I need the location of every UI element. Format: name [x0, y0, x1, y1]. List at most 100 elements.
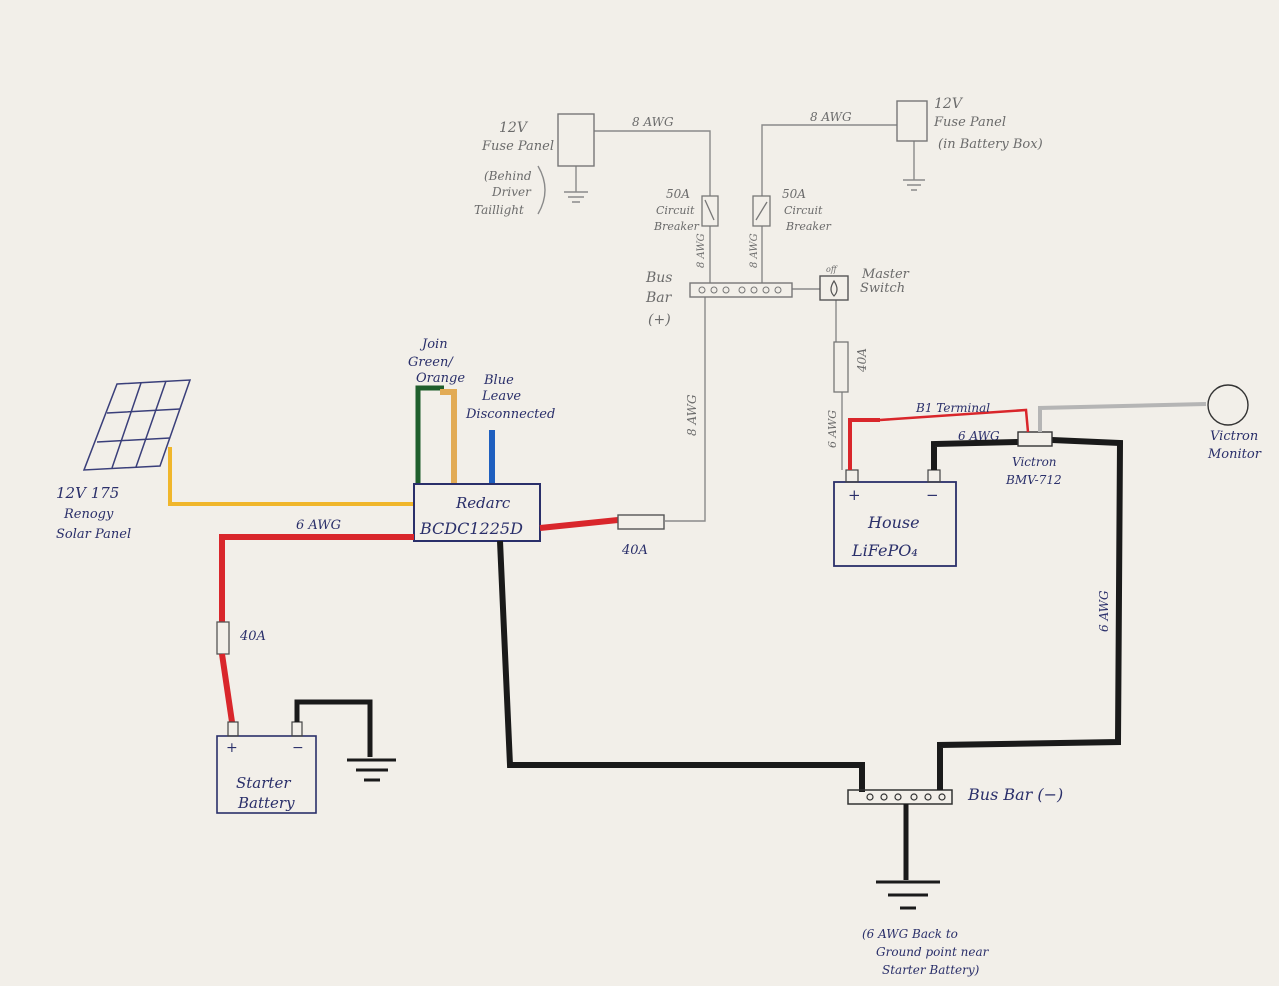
- label-join-2: Green/: [408, 355, 454, 370]
- label-fuse-left-note-3: Taillight: [474, 203, 524, 217]
- wire-fuse-left-to-breaker: [594, 130, 711, 196]
- label-8awg-vertical: 8 AWG: [685, 394, 699, 436]
- wire-b1-red-b: [879, 408, 1030, 433]
- label-breaker-right-1: 50A: [782, 187, 806, 201]
- label-house-plus: +: [848, 486, 861, 504]
- wire-redarc-negative: [497, 540, 865, 792]
- wire-monitor-gray: [1038, 402, 1207, 432]
- wire-starter-red: [219, 534, 414, 622]
- label-breaker-left-3: Breaker: [653, 220, 700, 233]
- label-ground-note-2: Ground point near: [876, 945, 990, 959]
- label-victron-monitor-2: Monitor: [1207, 447, 1262, 462]
- label-starter-1: Starter: [236, 774, 291, 792]
- label-house-1: House: [867, 513, 920, 532]
- bus-bar-negative: [847, 789, 953, 805]
- label-b1-terminal: B1 Terminal: [915, 401, 990, 415]
- wire-house-negative: [931, 439, 1019, 470]
- label-fuse-right-title: 12V: [934, 96, 964, 112]
- breaker-right-lever: [755, 201, 768, 221]
- label-8awg-breaker-right: 8 AWG: [749, 233, 760, 268]
- note-paren-left: [537, 165, 546, 215]
- ground-symbol-starter: [347, 758, 396, 782]
- label-solar-3: Solar Panel: [56, 527, 131, 542]
- fuse-40a-redarc: [617, 514, 665, 530]
- label-8awg-right-top: 8 AWG: [810, 110, 852, 124]
- label-breaker-right-3: Breaker: [785, 220, 832, 233]
- victron-shunt: [1017, 431, 1053, 447]
- wire-starter-negative: [294, 699, 373, 757]
- fuse-panel-right: [896, 100, 928, 142]
- label-bus-neg: Bus Bar (−): [967, 785, 1063, 804]
- ground-symbol-main: [876, 880, 940, 910]
- label-40a-redarc: 40A: [621, 543, 648, 558]
- master-switch: [819, 275, 849, 301]
- fuse-40a-starter: [216, 621, 230, 655]
- label-6awg-black-top: 6 AWG: [958, 429, 1000, 443]
- label-join-1: Join: [419, 337, 448, 352]
- ground-symbol-right-panel: [903, 179, 925, 191]
- fuse-40a-master: [833, 341, 849, 393]
- wire-bus-to-redarc-fuse: [665, 297, 706, 522]
- label-6awg-red: 6 AWG: [296, 518, 341, 533]
- breaker-left-lever: [704, 199, 715, 221]
- label-fuse-left-note-2: Driver: [491, 185, 532, 199]
- breaker-left: [701, 195, 719, 227]
- label-master-2: Switch: [860, 281, 905, 296]
- label-bus-pos-1: Bus: [645, 270, 673, 286]
- label-house-2: LiFePO₄: [851, 541, 918, 560]
- label-8awg-left-top: 8 AWG: [632, 115, 674, 129]
- wire-b1-red-a: [848, 418, 880, 470]
- label-starter-plus: +: [226, 740, 238, 756]
- solar-panel: [82, 379, 192, 471]
- label-fuse-left-sub: Fuse Panel: [481, 139, 554, 154]
- bus-bar-positive: [689, 282, 793, 298]
- label-master-off: off: [826, 265, 838, 274]
- label-victron-monitor-1: Victron: [1210, 429, 1258, 444]
- label-blue-1: Blue: [483, 373, 514, 388]
- label-solar-2: Renogy: [63, 507, 114, 522]
- wire-starter-red-lower: [219, 653, 235, 723]
- label-master-1: Master: [861, 267, 910, 282]
- label-breaker-left-1: 50A: [666, 187, 690, 201]
- label-redarc-1: Redarc: [455, 494, 511, 512]
- label-bus-pos-3: (+): [648, 312, 671, 328]
- wire-fuse-right-to-breaker: [761, 124, 897, 196]
- label-solar-1: 12V 175: [56, 484, 119, 502]
- pencil-wires: [537, 124, 925, 522]
- wire-shunt-to-neg-bus: [937, 437, 1124, 790]
- labels: 12V Fuse Panel (Behind Driver Taillight …: [56, 96, 1262, 977]
- label-redarc-2: BCDC1225D: [419, 519, 523, 538]
- label-6awg-right-vertical: 6 AWG: [1097, 590, 1111, 632]
- label-house-minus: −: [926, 486, 939, 504]
- label-blue-3: Disconnected: [465, 407, 555, 422]
- label-starter-2: Battery: [237, 794, 295, 812]
- label-breaker-right-2: Circuit: [784, 204, 823, 217]
- redarc-box: [413, 483, 541, 542]
- wire-orange: [440, 389, 457, 484]
- label-victron-shunt-1: Victron: [1012, 455, 1057, 469]
- label-victron-shunt-2: BMV-712: [1005, 473, 1062, 487]
- breakers: [701, 195, 771, 227]
- label-fuse-left-title: 12V: [499, 120, 529, 136]
- wire-green: [415, 385, 444, 484]
- victron-monitor-dial: [1207, 384, 1249, 426]
- wire-solar-yellow: [168, 447, 414, 506]
- label-blue-2: Leave: [481, 389, 521, 404]
- label-fuse-right-sub: Fuse Panel: [933, 115, 1006, 130]
- wire-redarc-output: [539, 517, 619, 531]
- label-bus-pos-2: Bar: [645, 290, 673, 306]
- starter-battery: [216, 721, 317, 814]
- label-join-3: Orange: [416, 371, 465, 386]
- label-40a-master: 40A: [855, 348, 869, 373]
- label-8awg-breaker-left: 8 AWG: [696, 233, 707, 268]
- label-ground-note-3: Starter Battery): [882, 963, 980, 977]
- breaker-right: [752, 195, 771, 227]
- label-breaker-left-2: Circuit: [656, 204, 695, 217]
- fuse-panel-left: [557, 113, 595, 167]
- label-40a-starter: 40A: [239, 629, 266, 644]
- label-fuse-right-note: (in Battery Box): [938, 137, 1043, 152]
- label-ground-note-1: (6 AWG Back to: [862, 927, 958, 941]
- label-starter-minus: −: [292, 740, 304, 756]
